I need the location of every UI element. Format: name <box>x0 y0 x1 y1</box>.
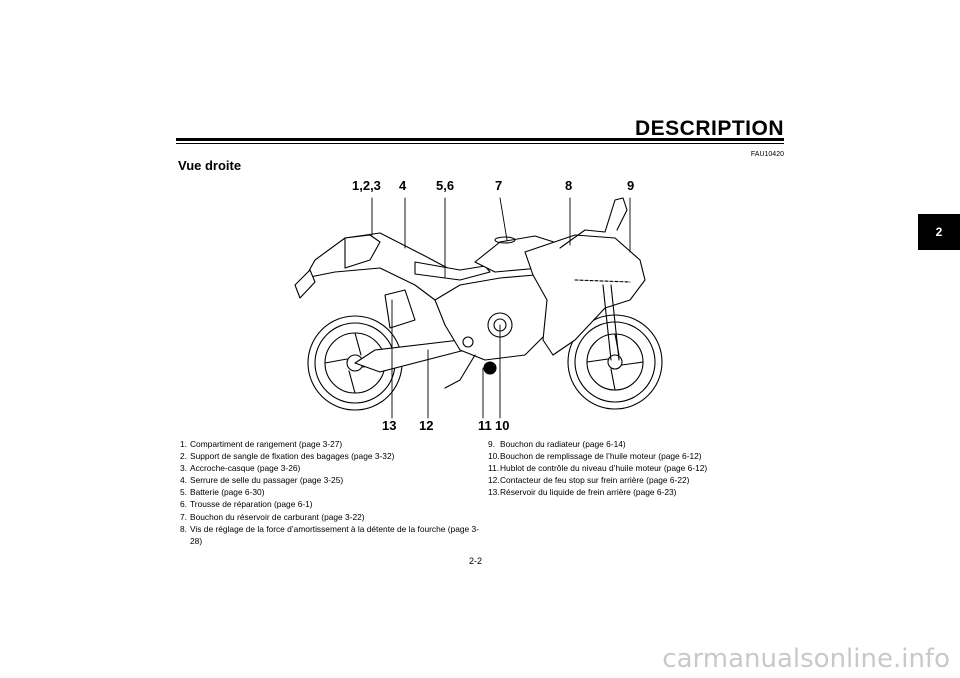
legend-item: 6.Trousse de réparation (page 6-1) <box>180 498 480 510</box>
legend-item-number: 3. <box>180 463 187 474</box>
legend-item-text: Compartiment de rangement (page 3-27) <box>190 439 343 449</box>
legend-item-text: Bouchon du radiateur (page 6-14) <box>500 439 626 449</box>
motorcycle-right-side-illustration <box>294 197 663 419</box>
legend-item-number: 7. <box>180 511 187 522</box>
callout-9: 9 <box>627 178 635 193</box>
legend-item-number: 5. <box>180 487 187 498</box>
legend-item: 2.Support de sangle de fixation des baga… <box>180 450 480 462</box>
callout-10: 10 <box>495 418 510 433</box>
legend-item-text: Hublot de contrôle du niveau d’huile mot… <box>500 463 708 474</box>
legend-item: 10.Bouchon de remplissage de l’huile mot… <box>488 450 788 462</box>
legend-item: 8.Vis de réglage de la force d’amortisse… <box>180 523 480 547</box>
legend-item-text: Trousse de réparation (page 6-1) <box>190 499 313 510</box>
legend-item-text: Accroche-casque (page 3-26) <box>190 463 301 474</box>
legend-item: 3.Accroche-casque (page 3-26) <box>180 462 480 474</box>
legend-item-number: 2. <box>180 451 187 462</box>
legend-item-number: 9. <box>488 439 495 449</box>
callout-12: 12 <box>419 418 434 433</box>
legend-item-number: 1. <box>180 439 187 449</box>
legend-item-number: 12. <box>488 475 500 486</box>
section-title: Vue droite <box>178 158 242 173</box>
callout-13: 13 <box>382 418 397 433</box>
legend-item-number: 6. <box>180 499 187 510</box>
callout-7: 7 <box>495 178 503 193</box>
document-code: FAU10420 <box>750 151 784 158</box>
chapter-tab: 2 <box>918 214 960 250</box>
legend-item-number: 8. <box>180 523 187 534</box>
callout-4: 4 <box>399 178 407 193</box>
watermark: carmanualsonline.info <box>662 644 950 674</box>
legend-item-number: 13. <box>488 487 500 498</box>
legend-item: 1.Compartiment de rangement (page 3-27) <box>180 438 480 450</box>
header-rule-thick <box>176 138 784 141</box>
header-rule-thin <box>176 143 784 144</box>
legend-item-text: Serrure de selle du passager (page 3-25) <box>190 475 344 486</box>
page-number: 2-2 <box>469 556 483 566</box>
legend-item-text: Contacteur de feu stop sur frein arrière… <box>500 475 690 486</box>
legend-item-text: Batterie (page 6-30) <box>190 487 265 498</box>
legend-item-text: Vis de réglage de la force d’amortisseme… <box>190 523 479 546</box>
legend-item: 12.Contacteur de feu stop sur frein arri… <box>488 474 788 486</box>
legend-right-column: 9. Bouchon du radiateur (page 6-14)10.Bou… <box>488 438 788 498</box>
legend-item-text: Support de sangle de fixation des bagage… <box>190 451 395 462</box>
legend-item-text: Bouchon de remplissage de l’huile moteur… <box>500 451 702 462</box>
legend-item: 5.Batterie (page 6-30) <box>180 486 480 498</box>
legend-item-text: Réservoir du liquide de frein arrière (p… <box>500 487 677 498</box>
legend-item: 9. Bouchon du radiateur (page 6-14) <box>488 438 788 450</box>
callout-5-6: 5,6 <box>436 178 455 193</box>
legend-item: 7.Bouchon du réservoir de carburant (pag… <box>180 511 480 523</box>
legend-item-text: Bouchon du réservoir de carburant (page … <box>190 511 365 522</box>
legend-item: 11.Hublot de contrôle du niveau d’huile … <box>488 462 788 474</box>
legend-item-number: 10. <box>488 451 500 462</box>
callout-1-2-3: 1,2,3 <box>352 178 381 193</box>
callout-11: 11 <box>478 418 492 433</box>
legend-item: 13.Réservoir du liquide de frein arrière… <box>488 486 788 498</box>
legend-left-column: 1.Compartiment de rangement (page 3-27)2… <box>180 438 480 547</box>
callout-8: 8 <box>565 178 573 193</box>
legend-item: 4.Serrure de selle du passager (page 3-2… <box>180 474 480 486</box>
page-header-title: DESCRIPTION <box>634 117 784 140</box>
legend-item-number: 4. <box>180 475 187 486</box>
legend-item-number: 11. <box>488 463 500 474</box>
